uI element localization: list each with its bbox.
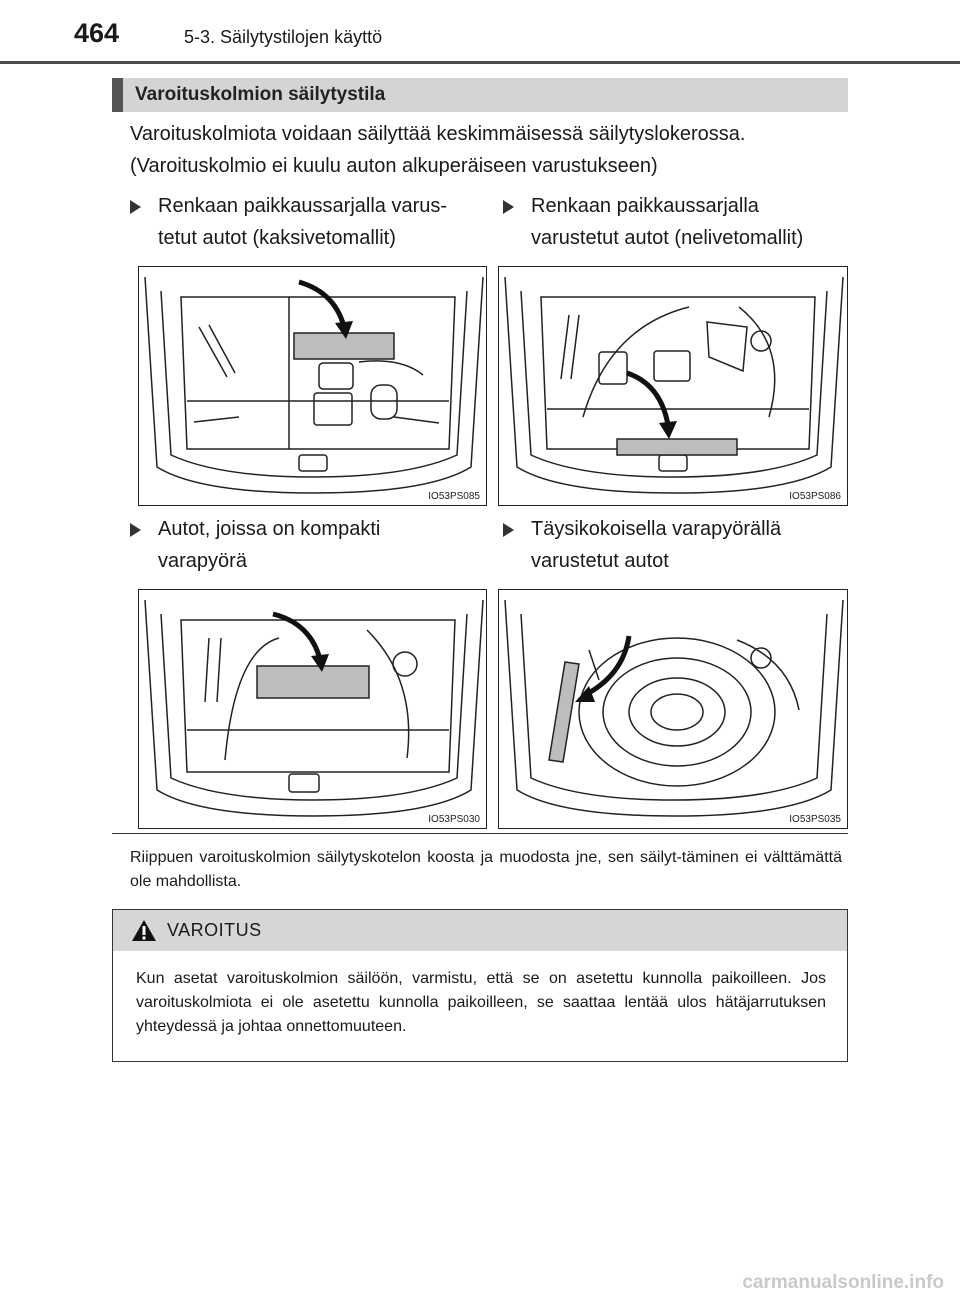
figure-code: IO53PS086 <box>789 491 841 502</box>
warning-title: VAROITUS <box>167 920 262 940</box>
variant-1-line-2: tetut autot (kaksivetomallit) <box>158 227 396 249</box>
header-rule <box>0 61 960 64</box>
section-bottom-rule <box>112 833 848 834</box>
warning-box: VAROITUS Kun asetat varoituskolmion säil… <box>112 909 848 1062</box>
figure-full-spare: IO53PS035 <box>498 589 848 829</box>
figure-code: IO53PS035 <box>789 814 841 825</box>
watermark: carmanualsonline.info <box>742 1272 944 1293</box>
warning-triangle-icon <box>132 920 156 941</box>
note-text: Riippuen varoituskolmion säilytyskotelon… <box>130 849 842 890</box>
variant-4-line-1: Täysikokoisella varapyörällä <box>531 518 782 540</box>
variant-2-line-1: Renkaan paikkaussarjalla <box>531 195 759 217</box>
figure-code: IO53PS085 <box>428 491 480 502</box>
luggage-compartment-illustration-3 <box>144 599 484 817</box>
luggage-compartment-illustration-2 <box>504 276 844 494</box>
intro-line-1: Varoituskolmiota voidaan säilyttää keski… <box>130 123 746 145</box>
figure-2wd-repair-kit: IO53PS085 <box>138 266 487 506</box>
bullet-triangle-icon <box>503 523 514 537</box>
warning-text: Kun asetat varoituskolmion säilöön, varm… <box>136 970 826 1035</box>
figure-compact-spare: IO53PS030 <box>138 589 487 829</box>
section-title: Varoituskolmion säilytystila <box>135 84 386 105</box>
page-number: 464 <box>74 18 120 48</box>
section-heading: Varoituskolmion säilytystila <box>112 78 848 112</box>
bullet-triangle-icon <box>130 200 141 214</box>
bullet-triangle-icon <box>130 523 141 537</box>
luggage-compartment-illustration-4 <box>504 599 844 817</box>
variant-3-line-1: Autot, joissa on kompakti <box>158 518 381 540</box>
bullet-triangle-icon <box>503 200 514 214</box>
intro-text: Varoituskolmiota voidaan säilyttää keski… <box>130 118 850 182</box>
variant-1-line-1: Renkaan paikkaussarjalla varus- <box>158 195 448 217</box>
variant-4-line-2: varustetut autot <box>531 550 669 572</box>
variant-3-line-2: varapyörä <box>158 550 247 572</box>
variant-2-line-2: varustetut autot (nelivetomallit) <box>531 227 804 249</box>
luggage-compartment-illustration-1 <box>144 276 484 494</box>
figure-4wd-repair-kit: IO53PS086 <box>498 266 848 506</box>
chapter-title: 5-3. Säilytystilojen käyttö <box>184 27 383 47</box>
intro-line-2: (Varoituskolmio ei kuulu auton alkuperäi… <box>130 155 658 177</box>
figure-code: IO53PS030 <box>428 814 480 825</box>
warning-header: VAROITUS <box>113 910 847 951</box>
